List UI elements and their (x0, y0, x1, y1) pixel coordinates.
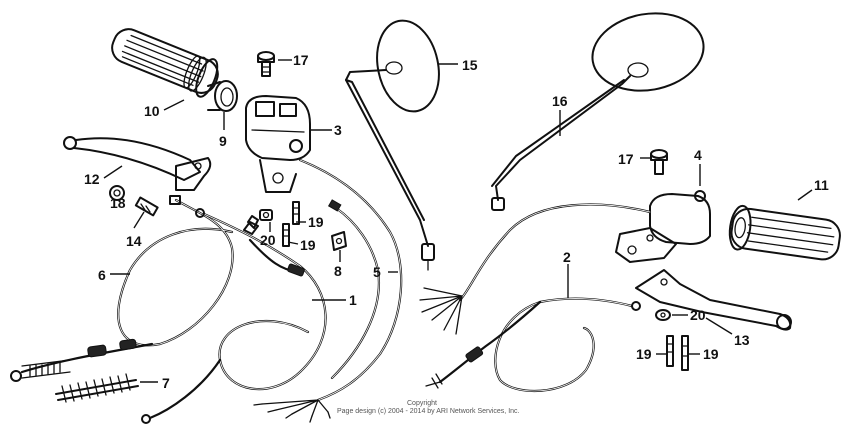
callout-6: 6 (98, 267, 106, 283)
callout-9: 9 (219, 133, 227, 149)
brake-switch-cable-part-2[interactable] (425, 297, 641, 393)
brake-lever-part-13[interactable] (635, 269, 792, 331)
callout-13: 13 (734, 332, 750, 348)
leader-lines (103, 59, 813, 383)
clutch-lever-part-12[interactable] (63, 136, 212, 191)
left-switch-harness-part-5[interactable] (253, 158, 403, 423)
callout-8: 8 (334, 263, 342, 279)
callout-19-right-b: 19 (703, 346, 719, 362)
callout-11: 11 (814, 177, 829, 193)
nut-part-20-left[interactable] (247, 209, 273, 229)
nut-part-20-right[interactable] (655, 309, 671, 321)
screw-part-19-left-a[interactable] (292, 201, 300, 225)
callout-14: 14 (126, 233, 142, 249)
clutch-cable-part-6[interactable] (10, 195, 234, 382)
copyright-word: Copyright (407, 400, 437, 407)
callout-20-right: 20 (690, 307, 706, 323)
screw-part-17-left[interactable] (257, 51, 275, 77)
collar-part-9[interactable] (207, 80, 238, 112)
bolt-part-14[interactable] (134, 196, 159, 217)
callout-5: 5 (373, 264, 381, 280)
callout-16: 16 (552, 93, 568, 109)
screw-part-17-right[interactable] (650, 149, 668, 175)
spring-part-7[interactable] (55, 373, 139, 403)
screw-part-19-right-a[interactable] (666, 335, 674, 367)
left-switch-housing-part-3[interactable] (245, 95, 311, 193)
right-mirror-part-16[interactable] (491, 5, 710, 211)
callout-4: 4 (694, 147, 702, 163)
copyright-notice: Page design (c) 2004 - 2014 by ARI Netwo… (337, 408, 520, 415)
screw-part-19-left-b[interactable] (282, 223, 290, 247)
callout-1: 1 (349, 292, 357, 308)
callout-20-left: 20 (260, 232, 276, 248)
clamp-part-8[interactable] (331, 231, 347, 251)
callout-17-left: 17 (293, 52, 309, 68)
callout-3: 3 (334, 122, 342, 138)
left-mirror-part-15[interactable] (345, 15, 447, 271)
throttle-cable-part-1[interactable] (141, 208, 327, 424)
callout-12: 12 (84, 171, 100, 187)
callout-15: 15 (462, 57, 478, 73)
right-grip-part-11[interactable] (727, 204, 842, 264)
right-switch-harness[interactable] (419, 203, 652, 335)
callout-10: 10 (144, 103, 160, 119)
callout-labels: 10 9 17 3 12 18 14 6 7 1 5 8 19 19 20 15… (84, 52, 829, 391)
nut-part-18[interactable] (109, 185, 125, 201)
callout-17-right: 17 (618, 151, 634, 167)
right-switch-housing-part-4[interactable] (615, 190, 711, 263)
callout-19-left-a: 19 (308, 214, 324, 230)
screw-part-19-right-b[interactable] (681, 335, 689, 371)
callout-7: 7 (162, 375, 170, 391)
callout-19-left-b: 19 (300, 237, 316, 253)
left-grip-part-10[interactable] (107, 22, 224, 100)
callout-18: 18 (110, 195, 126, 211)
copyright-watermark: Copyright Page design (c) 2004 - 2014 by… (337, 400, 519, 415)
callout-2: 2 (563, 249, 571, 265)
callout-19-right-a: 19 (636, 346, 652, 362)
